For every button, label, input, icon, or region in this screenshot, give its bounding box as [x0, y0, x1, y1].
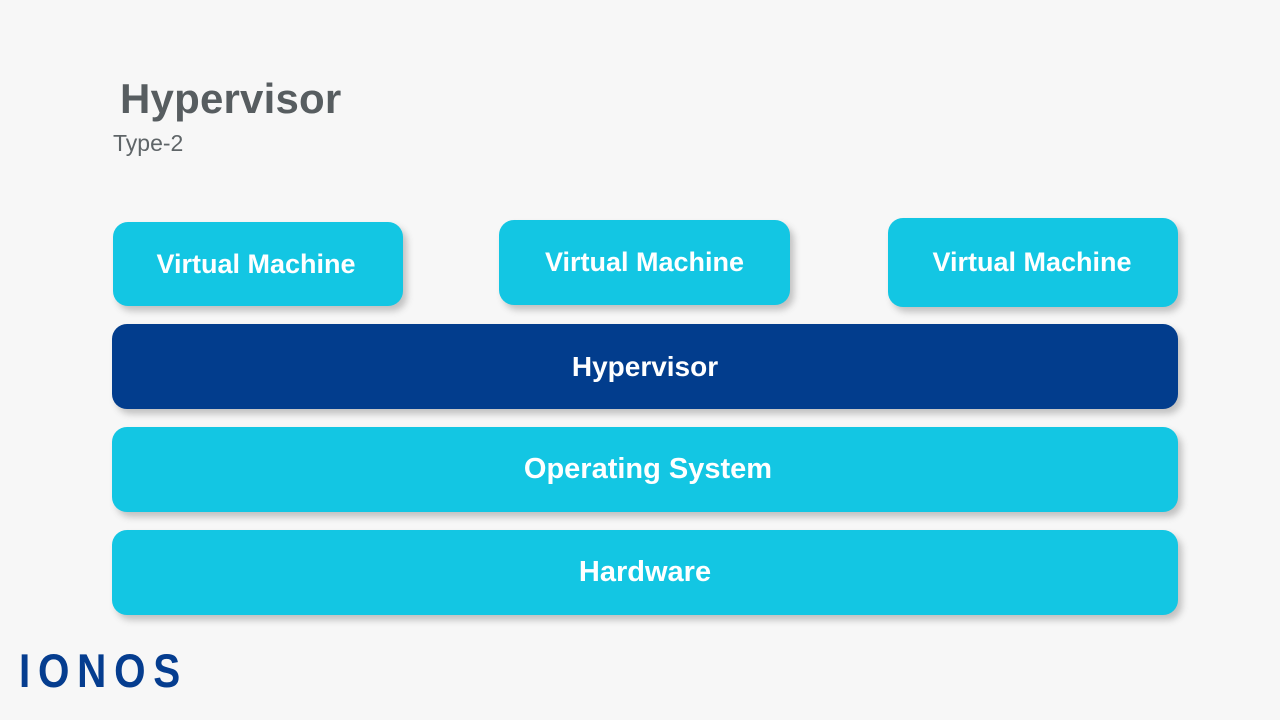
- virtual-machine-label-1: Virtual Machine: [156, 248, 356, 279]
- virtual-machine-label-2: Virtual Machine: [544, 247, 745, 277]
- hardware-layer-bar: Hardware: [112, 530, 1178, 615]
- hypervisor-layer-bar: Hypervisor: [112, 324, 1178, 409]
- virtual-machine-box-1: Virtual Machine: [113, 222, 403, 306]
- virtual-machine-box-3: Virtual Machine: [888, 218, 1178, 307]
- virtual-machine-box-2: Virtual Machine: [499, 220, 790, 305]
- operating-system-layer-bar: Operating System: [112, 427, 1178, 512]
- ionos-logo: IONOS: [19, 644, 188, 697]
- hypervisor-layer-label: Hypervisor: [571, 350, 719, 382]
- virtual-machine-label-3: Virtual Machine: [932, 247, 1132, 277]
- heading-block: Hypervisor Type-2: [113, 78, 813, 155]
- page-subtitle: Type-2: [113, 130, 184, 156]
- operating-system-layer-label: Operating System: [523, 453, 773, 485]
- hardware-layer-label: Hardware: [578, 556, 712, 588]
- page-title: Hypervisor: [120, 75, 342, 122]
